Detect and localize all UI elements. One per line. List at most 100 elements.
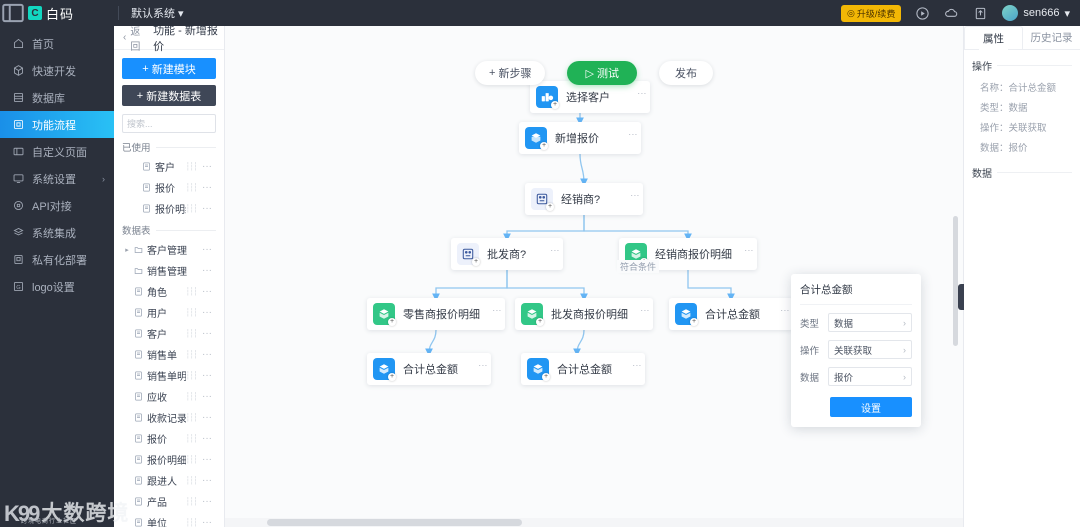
flow-node-n1[interactable]: +新增报价⋮: [519, 122, 641, 154]
flow-node-n9[interactable]: +合计总金额⋮: [521, 353, 645, 385]
upgrade-button[interactable]: ◎ 升级/续费: [841, 4, 902, 22]
list-item[interactable]: 应收┆┆┆···: [122, 386, 216, 407]
flow-node-label: 批发商报价明细: [551, 309, 628, 321]
expand-caret-icon[interactable]: ▸: [125, 246, 129, 254]
cloud-icon[interactable]: [944, 6, 959, 21]
sum-icon: +: [527, 358, 550, 381]
flow-node-n2[interactable]: +经销商?⋮: [525, 183, 643, 215]
more-options-icon[interactable]: ···: [202, 496, 212, 507]
list-item[interactable]: 销售管理···: [122, 260, 216, 281]
sidebar-item-7[interactable]: 系统集成: [0, 219, 114, 246]
new-table-button[interactable]: + 新建数据表: [122, 85, 216, 106]
sidebar-item-2[interactable]: 数据库: [0, 84, 114, 111]
back-button[interactable]: ‹: [123, 32, 127, 43]
more-options-icon[interactable]: ···: [202, 161, 212, 172]
node-more-icon[interactable]: ⋮: [550, 246, 560, 256]
list-item[interactable]: 用户┆┆┆···: [122, 302, 216, 323]
more-options-icon[interactable]: ···: [202, 286, 212, 297]
new-module-button[interactable]: + 新建模块: [122, 58, 216, 79]
node-more-icon[interactable]: ⋮: [744, 246, 754, 256]
list-item[interactable]: 收款记录┆┆┆···: [122, 407, 216, 428]
sidebar-item-5[interactable]: 系统设置›: [0, 165, 114, 192]
flow-node-n0[interactable]: +选择客户⋮: [530, 81, 650, 113]
search-box[interactable]: [122, 114, 224, 133]
tab-0[interactable]: 属性: [964, 26, 1023, 50]
more-options-icon[interactable]: ···: [202, 265, 212, 276]
list-item[interactable]: 销售单┆┆┆···: [122, 344, 216, 365]
sidebar-item-8[interactable]: 私有化部署: [0, 246, 114, 273]
more-options-icon[interactable]: ···: [202, 475, 212, 486]
export-icon[interactable]: [973, 6, 988, 21]
canvas-horizontal-scrollbar-track[interactable]: [225, 518, 963, 527]
list-item[interactable]: 报价明细┆┆┆···: [122, 198, 216, 219]
more-options-icon[interactable]: ···: [202, 454, 212, 465]
publish-button[interactable]: 发布: [658, 61, 713, 85]
system-selector[interactable]: 默认系统 ▾: [131, 5, 184, 21]
popup-confirm-button[interactable]: 设置: [830, 397, 912, 417]
node-more-icon[interactable]: ⋮: [628, 130, 638, 140]
list-item[interactable]: 报价明细┆┆┆···: [122, 449, 216, 470]
list-item[interactable]: 角色┆┆┆···: [122, 281, 216, 302]
test-button[interactable]: ▷ 测试: [567, 61, 637, 85]
list-item[interactable]: 跟进人┆┆┆···: [122, 470, 216, 491]
back-label[interactable]: 返回: [130, 26, 141, 53]
user-menu[interactable]: sen666 ▾: [1002, 5, 1070, 21]
popup-row-select[interactable]: 数据›: [828, 313, 912, 332]
popup-row-select[interactable]: 报价›: [828, 367, 912, 386]
file-icon: [132, 329, 145, 338]
node-more-icon[interactable]: ⋮: [492, 306, 502, 316]
list-item[interactable]: 产品┆┆┆···: [122, 491, 216, 512]
more-options-icon[interactable]: ···: [202, 370, 212, 381]
sidebar-item-1[interactable]: 快速开发: [0, 57, 114, 84]
list-item-meta: ┆┆┆: [185, 183, 198, 192]
node-more-icon[interactable]: ⋮: [630, 191, 640, 201]
more-options-icon[interactable]: ···: [202, 328, 212, 339]
list-item[interactable]: 报价┆┆┆···: [122, 177, 216, 198]
more-options-icon[interactable]: ···: [202, 391, 212, 402]
app-logo[interactable]: C 白码: [26, 4, 114, 23]
add-step-button[interactable]: + 新步骤: [475, 61, 546, 85]
list-item[interactable]: 报价┆┆┆···: [122, 428, 216, 449]
more-options-icon[interactable]: ···: [202, 412, 212, 423]
canvas-vertical-scrollbar[interactable]: [953, 216, 958, 346]
list-item-label: 客户: [155, 163, 175, 174]
sidebar-item-label: logo设置: [32, 281, 75, 294]
more-options-icon[interactable]: ···: [202, 433, 212, 444]
more-options-icon[interactable]: ···: [202, 203, 212, 214]
more-options-icon[interactable]: ···: [202, 349, 212, 360]
canvas-horizontal-scrollbar-thumb[interactable]: [267, 519, 522, 526]
node-more-icon[interactable]: ⋮: [640, 306, 650, 316]
more-options-icon[interactable]: ···: [202, 244, 212, 255]
list-item[interactable]: 销售单明细┆┆┆···: [122, 365, 216, 386]
file-icon: [132, 518, 145, 527]
sidebar-item-4[interactable]: 自定义页面: [0, 138, 114, 165]
more-options-icon[interactable]: ···: [202, 307, 212, 318]
list-item[interactable]: 单位┆┆┆···: [122, 512, 216, 527]
sidebar-item-3[interactable]: 功能流程: [0, 111, 114, 138]
node-more-icon[interactable]: ⋮: [478, 361, 488, 371]
flow-canvas[interactable]: + 新步骤 ▷ 测试 发布: [225, 26, 963, 527]
popup-row-select[interactable]: 关联获取›: [828, 340, 912, 359]
search-input[interactable]: [127, 118, 224, 129]
flow-node-n8[interactable]: +合计总金额⋮: [367, 353, 491, 385]
node-more-icon[interactable]: ⋮: [632, 361, 642, 371]
sidebar-item-0[interactable]: 首页: [0, 30, 114, 57]
more-options-icon[interactable]: ···: [202, 182, 212, 193]
menu-collapse-icon[interactable]: [0, 0, 26, 26]
list-item[interactable]: 客户┆┆┆···: [122, 323, 216, 344]
play-circle-icon[interactable]: [915, 6, 930, 21]
node-more-icon[interactable]: ⋮: [780, 306, 790, 316]
list-item[interactable]: ▸客户管理···: [122, 239, 216, 260]
flow-node-n7[interactable]: +合计总金额⋮: [669, 298, 793, 330]
flow-node-n3[interactable]: +批发商?⋮: [451, 238, 563, 270]
tab-1[interactable]: 历史记录: [1030, 32, 1073, 44]
panel-collapse-handle[interactable]: [958, 284, 964, 310]
sidebar-item-6[interactable]: API对接: [0, 192, 114, 219]
more-options-icon[interactable]: ···: [202, 517, 212, 527]
node-more-icon[interactable]: ⋮: [637, 89, 647, 99]
list-item[interactable]: 客户┆┆┆···: [122, 156, 216, 177]
node-settings-popup[interactable]: 合计总金额 类型数据›操作关联获取›数据报价› 设置: [791, 274, 921, 427]
flow-node-n5[interactable]: +零售商报价明细⋮: [367, 298, 505, 330]
flow-node-n6[interactable]: +批发商报价明细⋮: [515, 298, 653, 330]
